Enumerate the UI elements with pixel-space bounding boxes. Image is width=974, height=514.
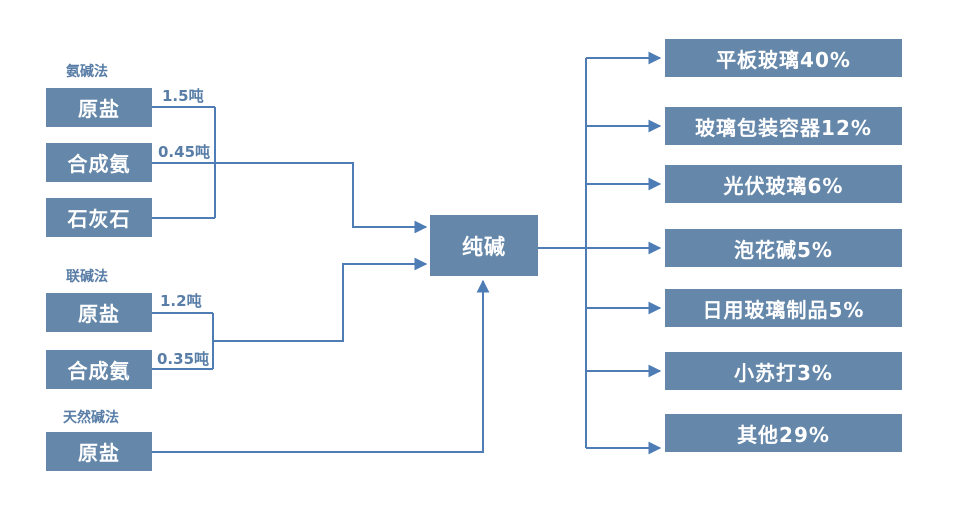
output-box-photovoltaic-glass: 光伏玻璃6% xyxy=(665,165,902,203)
input-box-raw-salt-1: 原盐 xyxy=(46,88,152,127)
input-box-synthetic-ammonia-1: 合成氨 xyxy=(46,143,152,182)
center-box-soda-ash: 纯碱 xyxy=(430,215,538,276)
output-box-sodium-silicate: 泡花碱5% xyxy=(665,229,902,267)
quantity-label-synthetic-ammonia-1: 0.45吨 xyxy=(158,143,211,161)
group-caption-combined-soda-process: 联碱法 xyxy=(66,269,108,285)
quantity-label-raw-salt-2: 1.2吨 xyxy=(160,292,202,310)
group-caption-ammonia-soda-process: 氨碱法 xyxy=(66,64,108,80)
output-box-daily-glassware: 日用玻璃制品5% xyxy=(665,289,902,327)
output-box-flat-glass: 平板玻璃40% xyxy=(665,39,902,77)
group-caption-natural-soda-process: 天然碱法 xyxy=(63,410,119,426)
output-box-others: 其他29% xyxy=(665,414,902,452)
input-box-raw-salt-2: 原盐 xyxy=(46,293,152,332)
input-box-limestone: 石灰石 xyxy=(46,198,152,237)
quantity-label-raw-salt-1: 1.5吨 xyxy=(162,87,204,105)
output-box-baking-soda: 小苏打3% xyxy=(665,352,902,390)
quantity-label-synthetic-ammonia-2: 0.35吨 xyxy=(157,350,210,368)
output-box-glass-packaging-containers: 玻璃包装容器12% xyxy=(665,107,902,145)
input-box-synthetic-ammonia-2: 合成氨 xyxy=(46,350,152,389)
input-box-raw-salt-3: 原盐 xyxy=(46,432,152,471)
